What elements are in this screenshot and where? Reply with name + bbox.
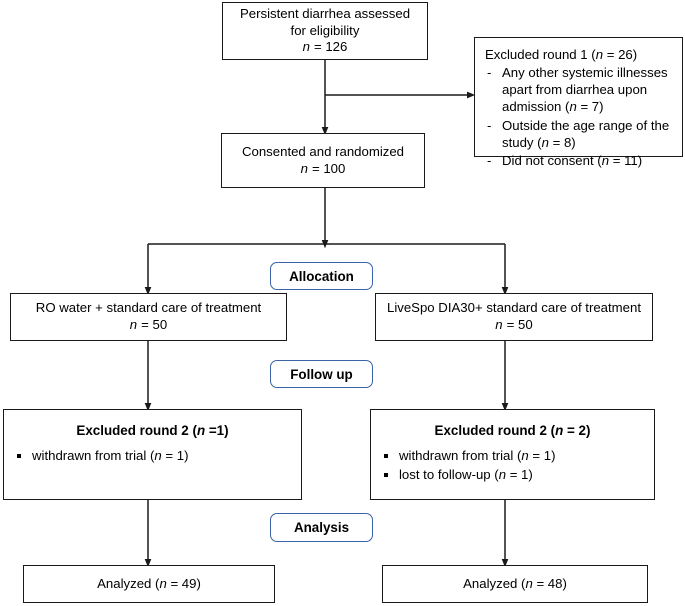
box-assessed-for-eligibility: Persistent diarrhea assessed for eligibi… xyxy=(222,2,428,60)
assessed-line-1: Persistent diarrhea assessed xyxy=(239,5,411,21)
treatment-allocation-count: n= 50 xyxy=(495,317,533,332)
box-excluded-round-2-control: Excluded round 2 (n =1) withdrawn from t… xyxy=(3,409,302,500)
box-excluded-round-1: Excluded round 1 (n = 26) -Any other sys… xyxy=(474,37,683,168)
analyzed-control-text: Analyzed (n = 49) xyxy=(97,575,201,591)
analyzed-treatment-text: Analyzed (n = 48) xyxy=(463,575,567,591)
list-item: -Any other systemic illnesses apart from… xyxy=(487,65,668,115)
square-bullet-icon xyxy=(384,453,388,458)
list-item: withdrawn from trial (n = 1) xyxy=(381,446,644,465)
stage-label-allocation: Allocation xyxy=(270,262,373,290)
box-excluded-round-2-treatment: Excluded round 2 (n = 2) withdrawn from … xyxy=(370,409,655,500)
box-analyzed-treatment: Analyzed (n = 48) xyxy=(382,565,648,603)
randomized-count: n= 100 xyxy=(300,160,346,176)
stage-allocation-text: Allocation xyxy=(289,268,354,284)
stage-label-follow-up: Follow up xyxy=(270,360,373,388)
treatment-allocation-line-1: LiveSpo DIA30+ standard care of treatmen… xyxy=(386,300,641,316)
randomized-line-1: Consented and randomized xyxy=(241,143,405,159)
list-item: -Did not consent (n = 11) xyxy=(487,152,643,168)
dash-bullet-icon: - xyxy=(487,65,492,81)
box-allocation-treatment-arm: LiveSpo DIA30+ standard care of treatmen… xyxy=(375,293,653,341)
excluded-round-2-control-list: withdrawn from trial (n = 1) xyxy=(14,446,291,465)
excluded-round-2-treatment-heading: Excluded round 2 (n = 2) xyxy=(434,423,591,438)
excluded-round-1-list: -Any other systemic illnesses apart from… xyxy=(485,64,673,169)
stage-follow-up-text: Follow up xyxy=(290,366,353,382)
excluded-round-1-heading: Excluded round 1 (n = 26) xyxy=(485,47,638,62)
dash-bullet-icon: - xyxy=(487,152,492,168)
control-allocation-count: n= 50 xyxy=(129,317,168,332)
stage-label-analysis: Analysis xyxy=(270,513,373,542)
box-allocation-control-arm: RO water + standard care of treatment n=… xyxy=(10,293,287,341)
stage-analysis-text: Analysis xyxy=(293,520,350,535)
excluded-round-2-control-heading: Excluded round 2 (n =1) xyxy=(76,423,229,438)
dash-bullet-icon: - xyxy=(487,117,492,133)
box-analyzed-control: Analyzed (n = 49) xyxy=(23,565,275,603)
list-item: withdrawn from trial (n = 1) xyxy=(14,446,291,465)
square-bullet-icon xyxy=(384,472,388,477)
list-item: lost to follow-up (n = 1) xyxy=(381,465,644,484)
list-item: -Outside the age range of the study (n =… xyxy=(487,117,670,150)
box-consented-and-randomized: Consented and randomized n= 100 xyxy=(221,133,425,188)
assessed-count: n= 126 xyxy=(302,39,348,55)
excluded-round-2-treatment-list: withdrawn from trial (n = 1) lost to fol… xyxy=(381,446,644,484)
square-bullet-icon xyxy=(17,453,21,458)
control-allocation-line-1: RO water + standard care of treatment xyxy=(35,300,262,316)
assessed-line-2: for eligibility xyxy=(290,22,360,38)
